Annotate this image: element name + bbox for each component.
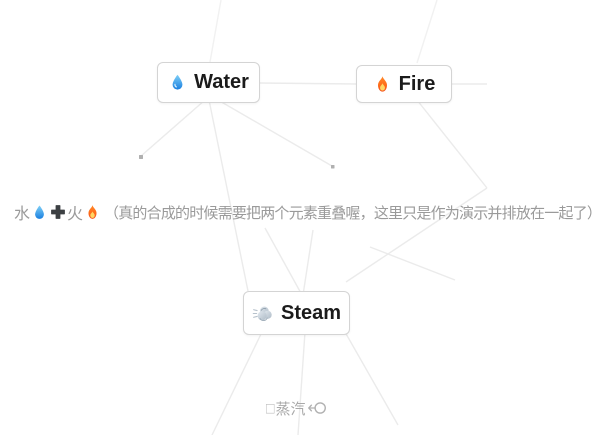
fire-icon: [377, 75, 387, 92]
fire-icon: [88, 204, 97, 219]
steam-caption: □ 蒸汽: [266, 398, 327, 418]
steam-puff-icon: [252, 306, 272, 321]
steam-caption-text: 蒸汽: [275, 400, 306, 418]
missing-glyph-box: □: [266, 399, 275, 417]
connection-line: [209, 0, 438, 64]
element-label: Water: [194, 71, 249, 93]
caption-fire-text: 火: [67, 206, 84, 223]
element-label: Steam: [280, 301, 342, 324]
water-drop-icon: [35, 205, 44, 219]
dash-outline-icon: [308, 402, 327, 414]
element-label: Fire: [398, 72, 436, 95]
element-tile-steam[interactable]: Steam: [243, 291, 350, 335]
water-drop-icon: [172, 74, 183, 90]
element-tile-water[interactable]: Water: [157, 62, 260, 103]
combine-annotation-caption: 水 火 （真的合成的时候需要把两个元素重叠喔，这里只是作为演示并排放在一起了）: [14, 201, 602, 224]
collapsed-node-dot: [139, 155, 335, 169]
caption-note-text: （真的合成的时候需要把两个元素重叠喔，这里只是作为演示并排放在一起了）: [104, 204, 602, 222]
heavy-plus-icon: [51, 205, 65, 219]
element-tile-fire[interactable]: Fire: [356, 65, 452, 103]
connection-line: [140, 82, 488, 435]
caption-water-text: 水: [14, 206, 31, 223]
